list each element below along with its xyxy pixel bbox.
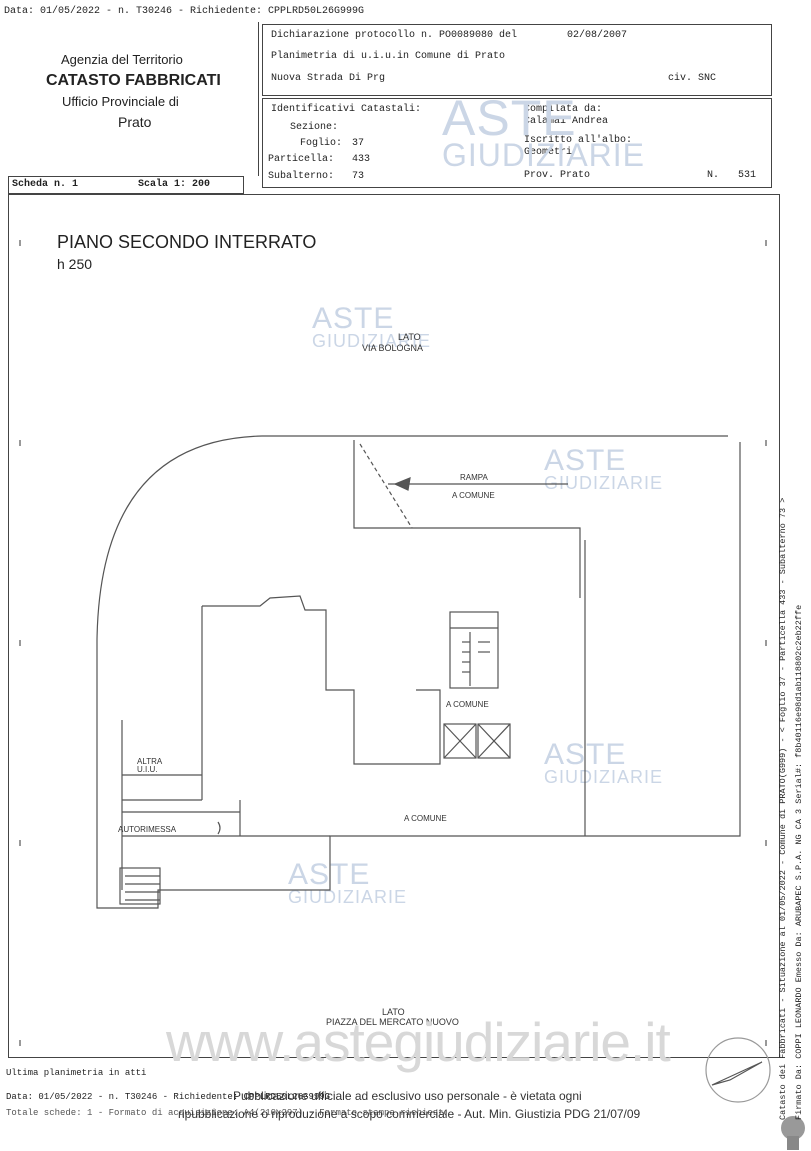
protocol-declaration: Dichiarazione protocollo n. PO0089080 de…: [271, 30, 518, 41]
planimetria-line: Planimetria di u.i.u.in Comune di Prato: [271, 51, 506, 62]
publication-notice-2: ripubblicazione o riproduzione a scopo c…: [178, 1107, 641, 1121]
publication-notice-1: Pubblicazione ufficiale ad esclusivo uso…: [233, 1089, 582, 1103]
altra-label-1: ALTRA: [137, 757, 163, 766]
seal-icon: [781, 1116, 805, 1150]
sezione-label: Sezione:: [290, 122, 339, 133]
side-situation-line: Catasto dei Fabbricati - Situazione al 0…: [778, 497, 788, 1120]
civ-line: civ. SNC: [668, 73, 717, 84]
subalterno-label: Subalterno:: [268, 171, 335, 182]
scheda-box: [8, 176, 244, 194]
iscritto-label: Iscritto all'albo:: [524, 135, 633, 146]
scheda-label: Scheda n. 1: [12, 179, 79, 190]
ultima-planimetria: Ultima planimetria in atti: [6, 1068, 147, 1078]
agency-box: Agenzia del Territorio CATASTO FABBRICAT…: [8, 22, 259, 176]
footer-totale-line: Totale schede: 1 - Formato di acquisizio…: [6, 1108, 446, 1118]
cadastral-box: [262, 98, 772, 188]
catasto-title: CATASTO FABBRICATI: [46, 72, 221, 89]
a-comune-main: A COMUNE: [404, 814, 447, 823]
subalterno-value: 73: [352, 171, 365, 182]
identificativi-heading: Identificativi Catastali:: [271, 104, 422, 115]
prov-label: Prov. Prato: [524, 170, 591, 181]
lato-bottom-1: LATO: [382, 1007, 405, 1017]
foglio-label: Foglio:: [300, 138, 343, 149]
agency-name: Agenzia del Territorio: [61, 52, 183, 67]
ufficio-label: Ufficio Provinciale di: [62, 94, 179, 109]
lato-bottom-2: PIAZZA DEL MERCATO NUOVO: [326, 1017, 459, 1027]
lato-top-2: VIA BOLOGNA: [362, 343, 424, 353]
protocol-box: [262, 24, 772, 96]
compilata-value: Calamai Andrea: [524, 116, 609, 127]
scala-label: Scala 1: 200: [138, 179, 211, 190]
lato-top-1: LATO: [398, 332, 421, 342]
autorimessa-label: AUTORIMESSA: [118, 825, 177, 834]
particella-label: Particella:: [268, 154, 335, 165]
particella-value: 433: [352, 154, 371, 165]
prato-label: Prato: [118, 114, 152, 130]
watermark-header: ASTE GIUDIZIARIE: [442, 90, 646, 173]
drawing-frame: [8, 194, 780, 1058]
n-value: 531: [738, 170, 757, 181]
foglio-value: 37: [352, 138, 365, 149]
side-signature-line: Firmato Da: COPPI LEONARDO Emesso Da: AR…: [794, 604, 804, 1120]
altra-label-2: U.I.U.: [137, 765, 158, 774]
a-comune-stair: A COMUNE: [446, 700, 489, 709]
a-comune-ramp: A COMUNE: [452, 491, 495, 500]
iscritto-value: Geometri: [524, 147, 573, 158]
floor-title: PIANO SECONDO INTERRATO: [57, 232, 317, 252]
top-request-line: Data: 01/05/2022 - n. T30246 - Richieden…: [4, 6, 365, 17]
footer-data-line: Data: 01/05/2022 - n. T30246 - Richieden…: [6, 1092, 331, 1102]
protocol-date: 02/08/2007: [567, 30, 628, 41]
site-watermark: www.astegiudiziarie.it: [166, 1011, 671, 1073]
street-line: Nuova Strada Di Prg: [271, 73, 386, 84]
rampa-label: RAMPA: [460, 473, 488, 482]
compilata-label: Compilata da:: [524, 104, 603, 115]
n-label: N.: [707, 170, 720, 181]
floor-height: h 250: [57, 256, 93, 272]
